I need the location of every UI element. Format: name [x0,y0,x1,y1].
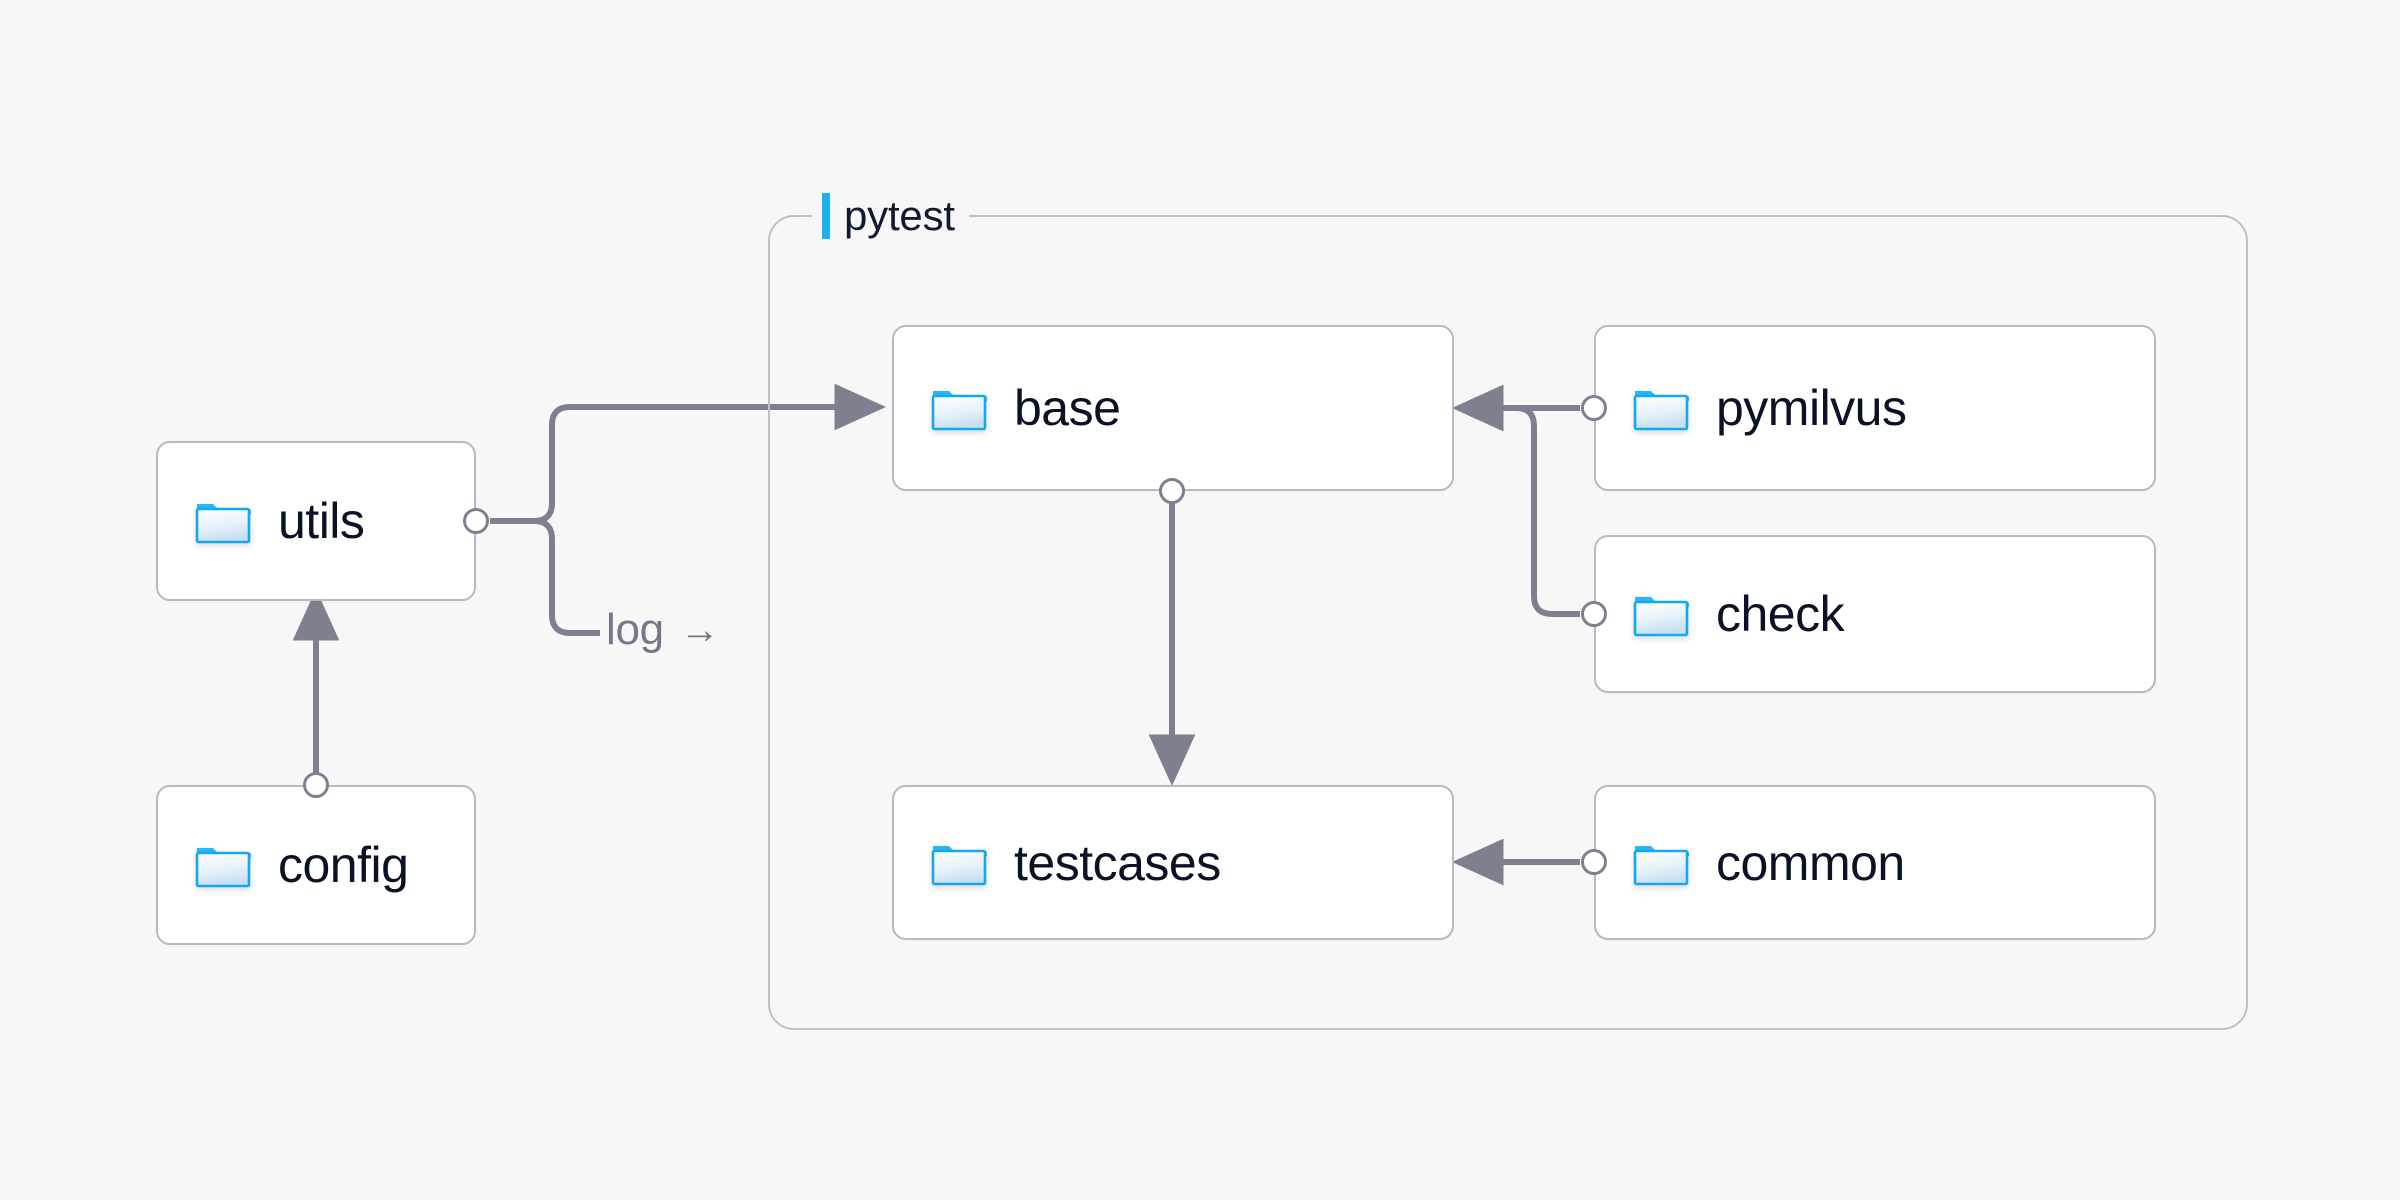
node-label-pymilvus: pymilvus [1716,380,1907,436]
folder-icon [931,391,987,431]
port-check-left[interactable] [1581,601,1607,627]
accent-bar-icon [822,193,830,239]
group-label-pytest: pytest [812,190,969,242]
node-common[interactable]: common [1594,785,2156,940]
arrow-right-icon: → [679,608,720,652]
node-base[interactable]: base [892,325,1454,491]
node-check[interactable]: check [1594,535,2156,693]
folder-icon [1633,845,1689,885]
port-common-left[interactable] [1581,849,1607,875]
node-config[interactable]: config [156,785,476,945]
group-title: pytest [844,192,955,239]
folder-icon [1633,391,1689,431]
edge-label-log: log → [600,608,726,652]
node-label-base: base [1014,380,1121,436]
node-label-testcases: testcases [1014,834,1221,891]
edge-label-log-text: log [606,605,664,654]
port-pymilvus-left[interactable] [1581,395,1607,421]
folder-icon [931,845,987,885]
node-testcases[interactable]: testcases [892,785,1454,940]
node-utils[interactable]: utils [156,441,476,601]
node-label-common: common [1716,834,1905,891]
port-utils-right[interactable] [463,508,489,534]
node-label-check: check [1716,586,1845,642]
folder-icon [195,504,251,544]
node-label-utils: utils [278,493,365,549]
group-container-pytest [768,215,2248,1030]
folder-icon [1633,597,1689,637]
node-label-config: config [278,837,409,893]
edge-utils-to-log [533,518,600,636]
node-pymilvus[interactable]: pymilvus [1594,325,2156,491]
port-base-bottom[interactable] [1159,478,1185,504]
folder-icon [195,848,251,888]
port-config-top[interactable] [303,772,329,798]
